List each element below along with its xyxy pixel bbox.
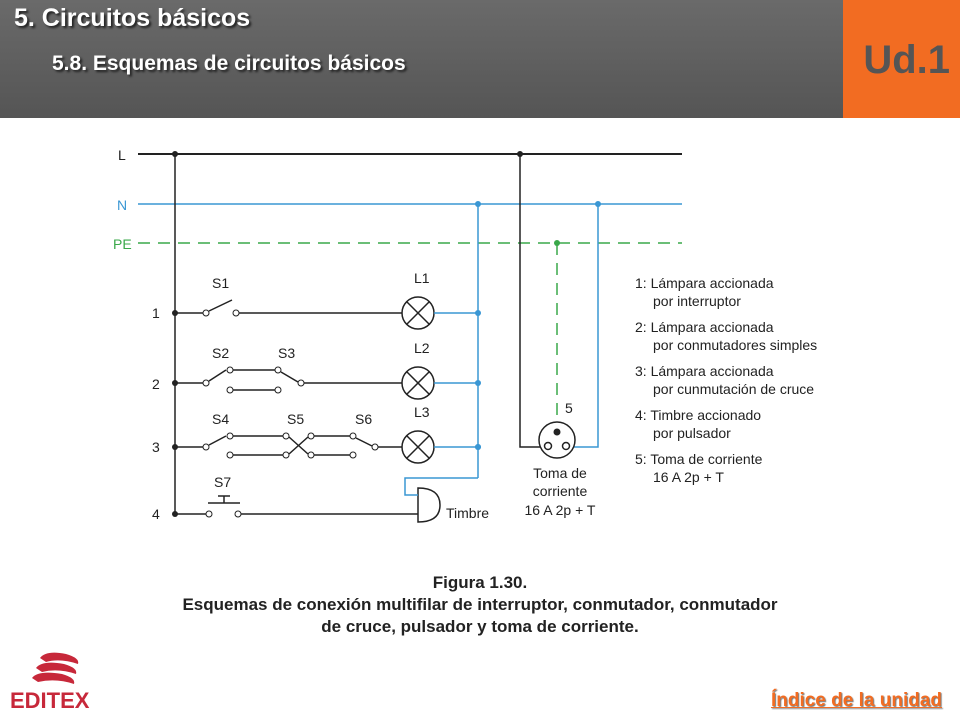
switch-s5-blade [288, 436, 309, 455]
legend-item-3-line2: por cunmutación de cruce [653, 381, 814, 397]
switch-contact [226, 366, 234, 374]
bell-icon [417, 487, 441, 523]
lamp-l2-label: L2 [414, 340, 430, 356]
switch-contact [349, 432, 357, 440]
earth-label: PE [113, 236, 132, 252]
figure-description-line1: Esquemas de conexión multifilar de inter… [182, 595, 778, 614]
switch-s2-label: S2 [212, 345, 229, 361]
switch-contact [226, 451, 234, 459]
phase-node [172, 151, 178, 157]
socket-earth-pin [553, 428, 561, 436]
switch-s1-label: S1 [212, 275, 229, 291]
neutral-label: N [117, 197, 127, 213]
legend-item-4-line1: 4: Timbre accionado [635, 407, 761, 423]
unit-badge: Ud.1 [843, 0, 960, 118]
switch-contact [274, 366, 282, 374]
socket-label-line3: 16 A 2p + T [525, 502, 596, 518]
neutral-node [475, 444, 481, 450]
legend-item-2-line1: 2: Lámpara accionada [635, 319, 774, 335]
bell-neutral-wire [404, 477, 478, 496]
socket-phase-wire [519, 154, 542, 448]
lamp-cross [406, 301, 430, 325]
switch-contact [297, 379, 305, 387]
socket-label-line2: corriente [533, 483, 588, 499]
legend-item-1-line1: 1: Lámpara accionada [635, 275, 774, 291]
switch-contact [307, 432, 315, 440]
circuit-number-4: 4 [152, 506, 160, 522]
editex-logo: EDITEX [10, 652, 90, 712]
circuit-diagram: L N PE 1 S1 L1 2 S2 S3 L2 3 S4 [113, 147, 817, 523]
circuit-number-3: 3 [152, 439, 160, 455]
socket-pin [543, 441, 553, 451]
lamp-cross [406, 371, 430, 395]
switch-s3-blade [280, 371, 299, 383]
legend: 1: Lámpara accionada por interruptor 2: … [635, 275, 817, 485]
legend-item-2-line2: por conmutadores simples [653, 337, 817, 353]
legend-item-5-line2: 16 A 2p + T [653, 469, 724, 485]
figure-number: Figura 1.30. [432, 573, 528, 592]
switch-contact [371, 443, 379, 451]
socket-number: 5 [565, 400, 573, 416]
socket-label-line1: Toma de [533, 465, 587, 481]
switch-contact [274, 386, 282, 394]
slide-header: 5. Circuitos básicos 5.8. Esquemas de ci… [0, 0, 843, 118]
switch-s5-label: S5 [287, 411, 304, 427]
socket-neutral-wire [574, 204, 599, 448]
figure-description-line2: de cruce, pulsador y toma de corriente. [321, 617, 639, 636]
legend-item-3-line1: 3: Lámpara accionada [635, 363, 774, 379]
switch-contact [202, 443, 210, 451]
slide-title: 5. Circuitos básicos [14, 4, 251, 32]
switch-contact [226, 386, 234, 394]
editex-logo-text: EDITEX [10, 688, 90, 712]
legend-item-5-line1: 5: Toma de corriente [635, 451, 763, 467]
switch-contact [202, 379, 210, 387]
circuit-number-1: 1 [152, 305, 160, 321]
switch-s3-label: S3 [278, 345, 295, 361]
legend-item-4-line2: por pulsador [653, 425, 731, 441]
switch-contact [282, 432, 290, 440]
lamp-l3-label: L3 [414, 404, 430, 420]
switch-contact [234, 510, 242, 518]
lamp-cross [406, 435, 430, 459]
switch-s4-blade [208, 435, 227, 446]
editex-logo-mark [32, 652, 79, 684]
slide-subtitle: 5.8. Esquemas de circuitos básicos [52, 52, 406, 75]
switch-s2-blade [208, 369, 227, 382]
legend-item-1-line2: por interruptor [653, 293, 741, 309]
phase-label: L [118, 147, 126, 163]
switch-s6-blade [355, 437, 373, 447]
socket-icon [538, 421, 576, 459]
switch-s6-label: S6 [355, 411, 372, 427]
switch-contact [205, 510, 213, 518]
switch-contact [202, 309, 210, 317]
circuit-number-2: 2 [152, 376, 160, 392]
switch-s7-label: S7 [214, 474, 231, 490]
unit-index-link[interactable]: Índice de la unidad [770, 690, 942, 711]
figure-caption: Figura 1.30. Esquemas de conexión multif… [60, 572, 900, 638]
switch-contact [307, 451, 315, 459]
neutral-node [475, 310, 481, 316]
lamp-l1-label: L1 [414, 270, 430, 286]
switch-contact [232, 309, 240, 317]
switch-contact [349, 451, 357, 459]
socket-pin [561, 441, 571, 451]
bell-label: Timbre [446, 505, 489, 521]
neutral-node [475, 201, 481, 207]
switch-s1-blade [208, 299, 233, 312]
neutral-node [475, 380, 481, 386]
unit-badge-label: Ud.1 [863, 38, 950, 82]
switch-s4-label: S4 [212, 411, 229, 427]
switch-contact [226, 432, 234, 440]
switch-contact [282, 451, 290, 459]
